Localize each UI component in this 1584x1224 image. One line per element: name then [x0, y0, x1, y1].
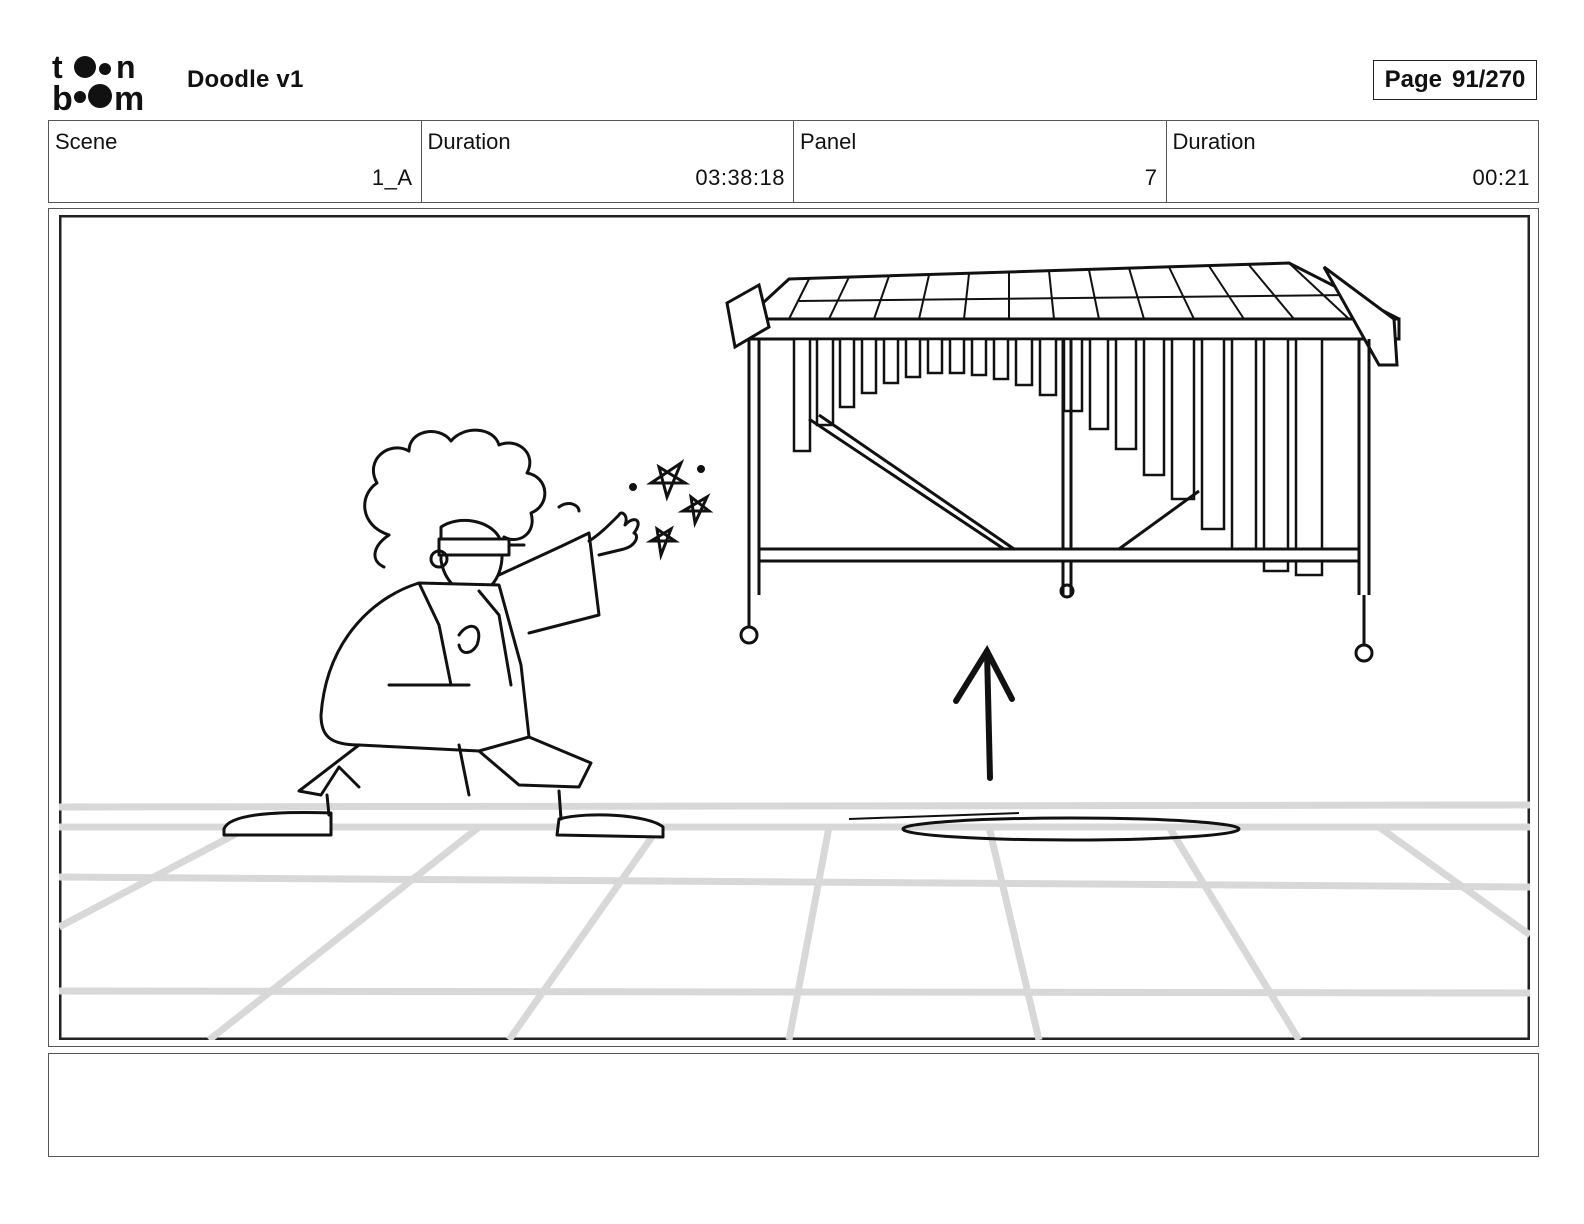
panel-duration-value: 00:21 [1472, 165, 1530, 190]
scene-label: Scene [55, 129, 118, 154]
up-arrow-icon [953, 644, 1015, 781]
sparkles [629, 459, 714, 561]
info-cell-panel-duration: Duration 00:21 [1167, 121, 1539, 202]
character [222, 428, 665, 839]
page-label: Page [1384, 66, 1442, 93]
panel-label: Panel [800, 129, 857, 154]
page-indicator: Page 91/270 [1373, 60, 1537, 100]
document-title: Doodle v1 [187, 66, 304, 93]
panel-sketch [59, 215, 1530, 1040]
svg-text:b: b [52, 80, 73, 112]
scene-duration-label: Duration [427, 129, 511, 154]
shadow-ellipse [848, 812, 1241, 842]
svg-text:t: t [52, 50, 63, 85]
info-cell-panel: Panel 7 [794, 121, 1167, 202]
scene-value: 1_A [371, 165, 413, 190]
info-cell-scene-duration: Duration 03:38:18 [422, 121, 794, 202]
panel-duration-label: Duration [1172, 129, 1256, 154]
panel-notes [48, 1053, 1539, 1157]
info-cell-scene: Scene 1_A [49, 121, 422, 202]
panel-value: 7 [1144, 165, 1158, 190]
svg-text:m: m [114, 80, 144, 112]
svg-text:n: n [116, 50, 136, 85]
floor-grid [59, 801, 1530, 1040]
scene-info-table: Scene 1_A Duration 03:38:18 Panel 7 Dura… [48, 120, 1539, 203]
toon-boom-logo: t n b m [52, 50, 144, 112]
marimba [725, 261, 1401, 663]
page-number: 91/270 [1451, 66, 1526, 93]
scene-duration-value: 03:38:18 [695, 165, 785, 190]
storyboard-panel [48, 208, 1539, 1047]
